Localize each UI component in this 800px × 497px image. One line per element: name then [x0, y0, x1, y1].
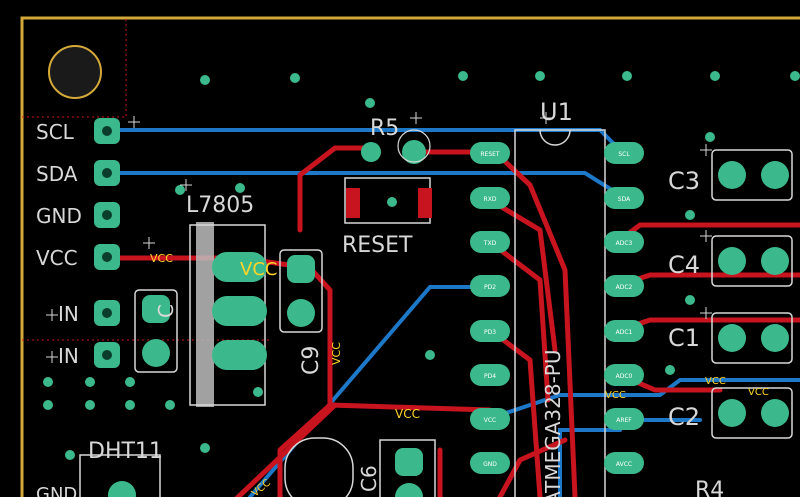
u1-pin-labels: RESET RXD TXD PD2 PD3 PD4 VCC GND SCL SD…: [480, 151, 632, 468]
svg-text:SCL: SCL: [618, 151, 630, 158]
connector-drills: [102, 126, 112, 360]
svg-text:GND: GND: [483, 461, 497, 468]
label-u1: U1: [540, 98, 573, 126]
label-c1: C1: [668, 324, 700, 352]
top-layer-traces: [105, 145, 800, 497]
label-dht11: DHT11: [88, 439, 163, 464]
silkscreen-outlines: [79, 129, 793, 497]
svg-text:AREF: AREF: [616, 417, 632, 424]
net-vcc-right2: VCC: [748, 387, 769, 398]
net-labels: VCC VCC VCC VCC VCC VCC VCC VCC: [150, 252, 769, 497]
regulator-tab: [196, 222, 214, 407]
label-c-left: C: [154, 304, 178, 318]
net-vcc-mid: VCC: [395, 407, 420, 421]
label-sda: SDA: [36, 162, 78, 186]
label-in-1: IN: [58, 302, 79, 326]
mounting-hole: [48, 45, 102, 99]
svg-text:RESET: RESET: [480, 151, 500, 158]
label-c2: C2: [668, 403, 700, 431]
svg-text:PD3: PD3: [484, 329, 496, 336]
net-vcc-vertical: VCC: [330, 342, 343, 365]
net-vcc-reg: VCC: [150, 252, 173, 265]
label-scl: SCL: [36, 120, 75, 144]
label-c3: C3: [668, 167, 700, 195]
svg-text:PD2: PD2: [484, 284, 496, 291]
net-vcc-bus: VCC: [605, 390, 626, 401]
label-gnd: GND: [36, 204, 82, 228]
label-l7805: L7805: [186, 193, 254, 218]
r5-pad-1[interactable]: [361, 142, 381, 162]
origin-markers: [46, 112, 712, 363]
svg-text:SDA: SDA: [618, 196, 631, 203]
label-r5: R5: [370, 116, 399, 141]
svg-text:ADC2: ADC2: [616, 284, 633, 291]
reset-pad-right: [418, 188, 432, 218]
r5-pad-2[interactable]: [402, 140, 426, 164]
label-c9: C9: [299, 346, 324, 375]
connector-labels: SCL SDA GND VCC IN IN: [36, 120, 82, 368]
connector-pads[interactable]: [94, 118, 120, 368]
svg-text:AVCC: AVCC: [616, 461, 632, 468]
vias: [43, 71, 800, 460]
label-dht-gnd: GND: [36, 484, 77, 497]
label-r4: R4: [695, 478, 724, 497]
net-vcc-right: VCC: [705, 376, 726, 387]
net-vcc-reg-big: VCC: [240, 259, 277, 280]
capacitor-pads[interactable]: [108, 161, 789, 497]
label-vcc: VCC: [36, 246, 78, 270]
svg-text:ADC3: ADC3: [616, 240, 633, 247]
label-reset: RESET: [342, 233, 413, 258]
svg-text:ADC0: ADC0: [616, 373, 633, 380]
label-chip-body: ATMEGA328-PU: [541, 349, 565, 497]
svg-text:VCC: VCC: [484, 417, 496, 424]
board-outline: [20, 16, 800, 497]
u1-pads[interactable]: [470, 142, 644, 474]
svg-text:RXD: RXD: [484, 196, 497, 203]
label-c6: C6: [357, 465, 381, 492]
regulator-pads[interactable]: [212, 252, 267, 370]
component-labels: R5 RESET L7805 U1 C3 C4 C1 C2 R4 DHT11 G…: [36, 98, 724, 497]
label-c4: C4: [668, 251, 700, 279]
svg-text:ADC1: ADC1: [616, 329, 633, 336]
svg-text:TXD: TXD: [483, 240, 497, 247]
reset-pad-left: [346, 188, 360, 218]
svg-text:PD4: PD4: [484, 373, 496, 380]
r5-outline: [397, 129, 431, 163]
label-in-2: IN: [58, 344, 79, 368]
